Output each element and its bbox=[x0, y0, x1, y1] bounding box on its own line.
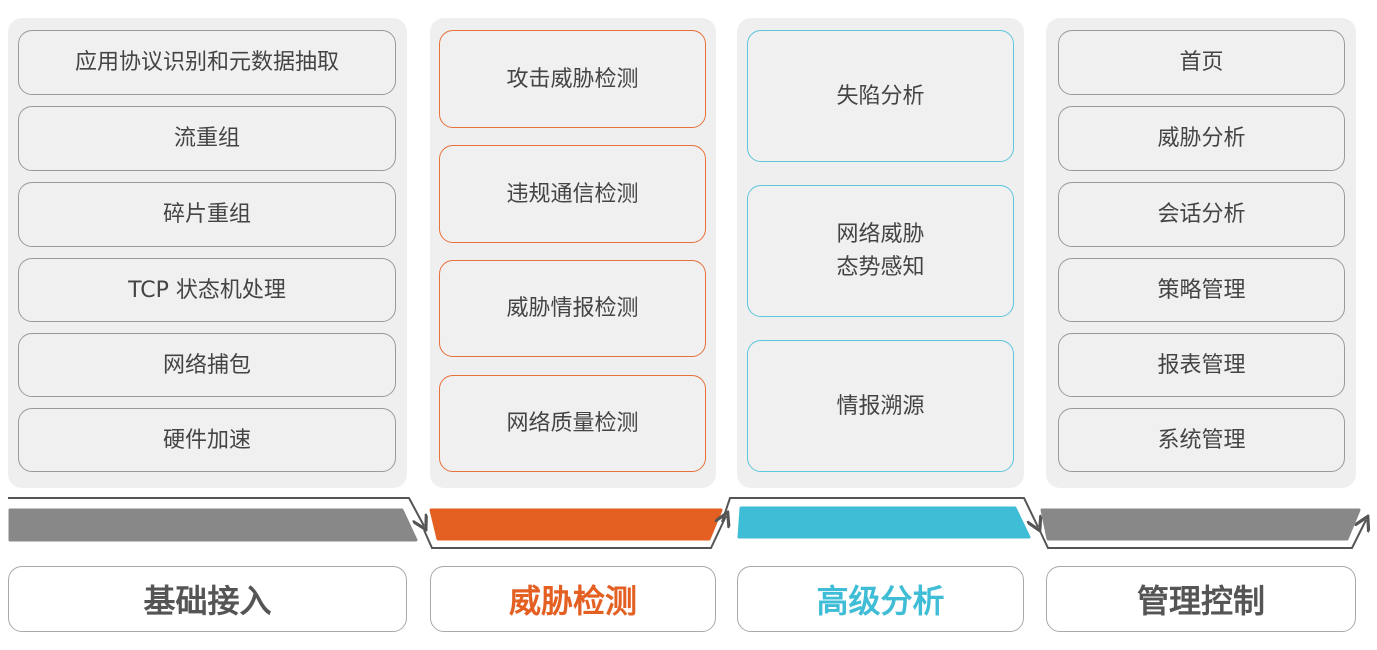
module-item: 硬件加速 bbox=[18, 408, 396, 472]
module-item: 报表管理 bbox=[1058, 333, 1345, 397]
module-item: 流重组 bbox=[18, 106, 396, 171]
module-item: TCP 状态机处理 bbox=[18, 258, 396, 322]
module-item: 首页 bbox=[1058, 30, 1345, 95]
band-segment-gray-2 bbox=[1040, 508, 1361, 541]
stage-label-basic-access: 基础接入 bbox=[8, 566, 407, 632]
module-item: 威胁分析 bbox=[1058, 106, 1345, 171]
band-segment-cyan bbox=[737, 506, 1031, 539]
module-item: 失陷分析 bbox=[747, 30, 1014, 162]
module-item: 攻击威胁检测 bbox=[439, 30, 706, 128]
module-item: 网络威胁 态势感知 bbox=[747, 185, 1014, 317]
stage-label-threat-detection: 威胁检测 bbox=[430, 566, 716, 632]
flow-arrow bbox=[1039, 520, 1366, 549]
module-item: 违规通信检测 bbox=[439, 145, 706, 243]
module-item: 碎片重组 bbox=[18, 182, 396, 247]
module-item: 威胁情报检测 bbox=[439, 260, 706, 357]
flow-arrow bbox=[423, 516, 726, 549]
band-segment-gray bbox=[8, 508, 418, 542]
module-item: 会话分析 bbox=[1058, 182, 1345, 247]
flow-arrow bbox=[8, 497, 424, 526]
module-item: 网络捕包 bbox=[18, 333, 396, 397]
module-item: 系统管理 bbox=[1058, 408, 1345, 472]
stage-label-advanced-analysis: 高级分析 bbox=[737, 566, 1024, 632]
band-segment-orange bbox=[429, 508, 723, 541]
module-item: 情报溯源 bbox=[747, 340, 1014, 472]
module-item: 策略管理 bbox=[1058, 258, 1345, 322]
stage-label-management: 管理控制 bbox=[1046, 566, 1356, 632]
module-item: 应用协议识别和元数据抽取 bbox=[18, 30, 396, 95]
flow-arrow bbox=[721, 497, 1038, 527]
module-item: 网络质量检测 bbox=[439, 375, 706, 472]
